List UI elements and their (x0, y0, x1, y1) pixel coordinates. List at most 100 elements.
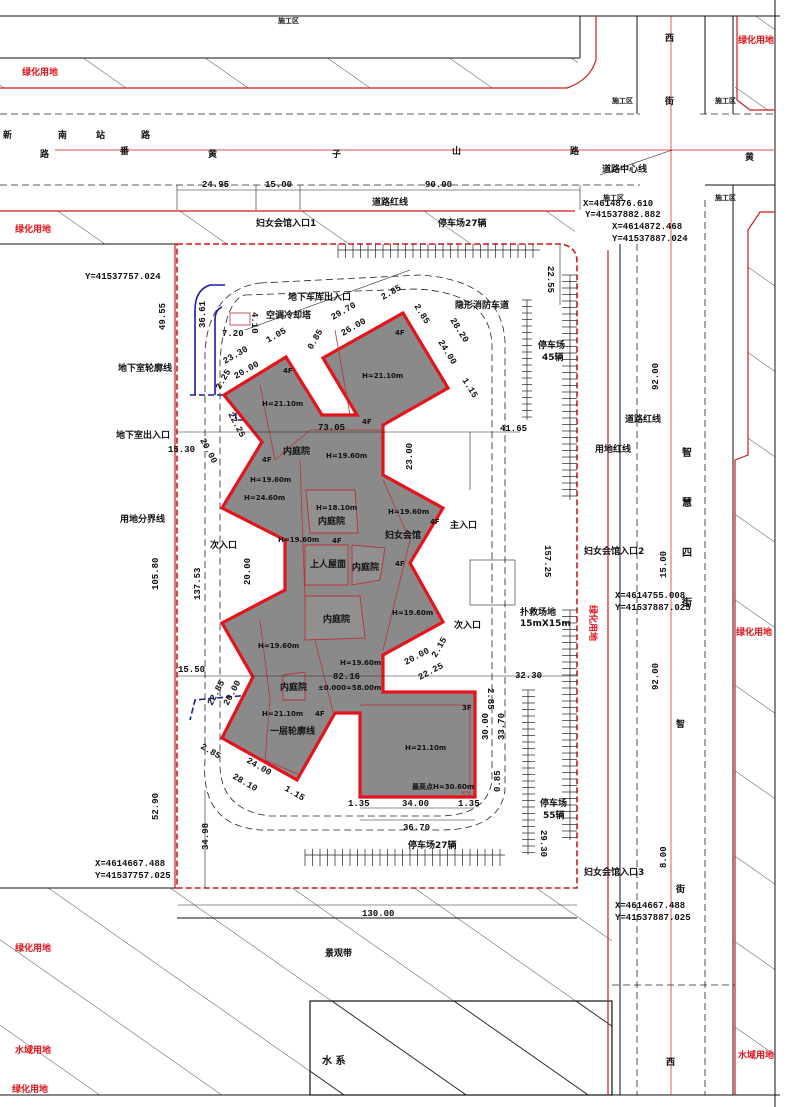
road-name-char: 子 (332, 149, 341, 160)
road-lines (0, 16, 775, 1095)
dimension: 28.10 (231, 772, 259, 794)
height-label: H=21.10m (262, 710, 303, 718)
floor-label: 4F (430, 518, 440, 526)
construction-zone-label: 施工区 (612, 96, 633, 105)
dimension: 29.70 (330, 300, 358, 322)
dimension: 2.85 (380, 283, 404, 302)
parking-east-count: 55辆 (543, 809, 565, 821)
dimension: 23.00 (405, 443, 415, 470)
fire-lane-inner (219, 288, 493, 817)
coordinate-x: X=4614667.488 (615, 901, 685, 911)
dimension: 2.15 (430, 636, 449, 660)
coordinate-labels: Y=41537757.024 X=4614876.610 Y=41537882.… (85, 199, 691, 923)
dimension: 28.20 (447, 316, 470, 344)
construction-zone-label: 施工区 (715, 193, 736, 202)
coordinate-y: Y=41537887.024 (612, 234, 688, 244)
highest-point-marker (461, 791, 471, 798)
road-name-char: 西 (666, 1057, 675, 1068)
floor-label: 4F (262, 456, 272, 464)
height-label: H=21.10m (405, 744, 446, 752)
height-label: H=21.10m (262, 400, 303, 408)
hatched-green-areas (0, 16, 775, 1096)
dimension: 52.90 (151, 793, 161, 820)
dimension: 15.00 (659, 551, 669, 578)
road-name-char: 黄 (745, 151, 754, 163)
floor-label: 4F (362, 418, 372, 426)
dimension: 82.16 (333, 672, 360, 682)
entrance-1-label: 妇女会馆入口1 (255, 217, 316, 229)
road-name-char: 智 (682, 446, 692, 459)
highest-point-label: 最高点H=30.60m (412, 782, 474, 791)
height-label: H=19.60m (278, 536, 319, 544)
height-label: H=19.60m (340, 659, 381, 667)
road-name-char: 南 (58, 129, 67, 141)
dimension: 7.20 (222, 329, 244, 339)
coordinate-y: Y=41537757.024 (85, 272, 161, 282)
green-land-label: 绿化用地 (15, 942, 51, 954)
entrance-3-label: 妇女会馆入口3 (583, 866, 644, 878)
courtyard-label: 内庭院 (280, 681, 307, 693)
roof-terrace-label: 上人屋面 (310, 558, 346, 570)
site-boundary-label: 用地分界线 (119, 513, 165, 525)
rescue-site-label: 扑救场地 (520, 606, 556, 618)
dimension: 130.00 (362, 909, 394, 919)
green-land-label: 绿化用地 (22, 66, 58, 78)
dimension: 2.25 (214, 368, 233, 392)
road-names: 新 南 站 路 路 番 黄 子 山 路 黄 西 街 智 慧 四 街 智 街 西 … (3, 33, 754, 1068)
height-label: H=19.60m (250, 476, 291, 484)
road-name-char: 西 (665, 33, 674, 44)
building-heights: H=21.10m H=21.10m H=19.60m H=19.60m H=24… (244, 329, 472, 752)
dimension: 15.00 (265, 180, 292, 190)
green-land-label: 绿化用地 (15, 223, 51, 235)
height-label: H=18.10m (316, 504, 357, 512)
green-land-label: 绿化用地 (736, 626, 772, 638)
road-red-line-label: 道路红线 (372, 196, 408, 208)
fire-lane (204, 274, 506, 831)
green-land-label: 绿化用地 (12, 1083, 48, 1095)
garage-exit-label: 地下车库出入口 (288, 291, 351, 303)
road-name-char: 慧 (682, 496, 692, 509)
road-name-char: 街 (681, 596, 692, 609)
dimension: 23.30 (222, 344, 250, 366)
dimension: 0.85 (493, 770, 503, 792)
dimension: 20.00 (197, 437, 219, 466)
coordinate-x: X=4614876.610 (583, 199, 653, 209)
road-name-char: 路 (141, 129, 151, 141)
dimension: 1.05 (265, 326, 289, 345)
green-land-label: 绿化用地 (738, 34, 774, 46)
height-label: H=19.60m (258, 642, 299, 650)
dimension: 24.00 (435, 338, 458, 366)
dimension: 2.85 (411, 302, 431, 326)
height-label: H=19.60m (388, 508, 429, 516)
courtyard-label: 内庭院 (323, 613, 350, 625)
courtyard-label: 内庭院 (352, 561, 379, 573)
dimension: 0.85 (306, 328, 325, 352)
dimension: 1.15 (283, 784, 307, 803)
courtyard-label: 内庭院 (283, 445, 310, 457)
dimension: 137.53 (193, 568, 203, 600)
dimension: 22.55 (545, 266, 555, 293)
height-label: H=24.60m (244, 494, 285, 502)
dimension: 49.55 (158, 303, 168, 330)
building-complex (219, 310, 477, 799)
dimension: 1.35 (458, 799, 480, 809)
dimension: 90.00 (425, 180, 452, 190)
floor-label: 4F (315, 710, 325, 718)
road-name-char: 黄 (208, 148, 217, 160)
dimension: 41.65 (500, 424, 527, 434)
fire-lane-label: 隐形消防车道 (455, 299, 509, 311)
cooling-tower-label: 空调冷却塔 (266, 309, 312, 321)
road-red-line-label: 道路红线 (625, 413, 661, 425)
dimension: 15.30 (168, 445, 195, 455)
road-name-char: 路 (40, 148, 50, 160)
dimension: 32.30 (515, 671, 542, 681)
coordinate-y: Y=41537887.025 (615, 913, 691, 923)
road-name-char: 山 (452, 145, 461, 157)
site-red-line-label: 用地红线 (594, 443, 631, 455)
coordinate-y: Y=41537882.882 (585, 210, 661, 220)
dimension: 33.70 (497, 713, 507, 740)
water-land-label: 水域用地 (738, 1049, 774, 1061)
dimension: 1.15 (459, 376, 479, 400)
road-name-char: 街 (664, 95, 674, 107)
